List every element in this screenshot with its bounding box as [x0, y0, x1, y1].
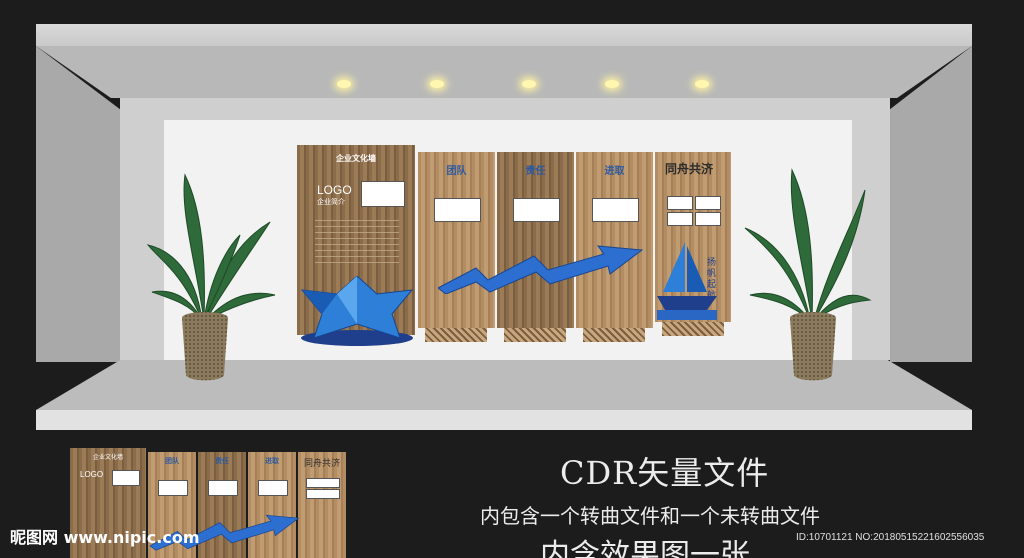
thumb-panel-enterprise: 进取: [248, 452, 296, 558]
panel-unity: 同舟共济 扬帆起航: [655, 152, 731, 322]
left-wall: [36, 46, 120, 362]
growth-arrow: [437, 244, 644, 295]
thumb-main-panel: 企业文化墙 LOGO: [70, 448, 146, 558]
intro-label: 企业简介: [317, 198, 345, 206]
panel-team: 团队: [418, 152, 495, 328]
logo-text: LOGO: [317, 183, 352, 197]
photo-frame: [667, 196, 693, 210]
lattice-base: [504, 328, 566, 342]
panel-title: 责任: [525, 166, 546, 177]
thumb-panel-title: 团队: [165, 456, 179, 465]
sailboat-icon: [657, 240, 729, 324]
ceiling-light: [695, 80, 709, 88]
panel-responsibility: 责任: [497, 152, 574, 328]
floor-edge: [36, 410, 972, 430]
ceiling-light: [337, 80, 351, 88]
panel-title: 进取: [604, 166, 625, 177]
thumb-panel-unity: 同舟共济: [298, 452, 346, 558]
ceiling-light: [522, 80, 536, 88]
ceiling: [36, 24, 972, 46]
lattice-base: [662, 322, 724, 336]
right-wall: [890, 46, 972, 362]
lattice-base: [425, 328, 487, 342]
main-panel-title: 企业文化墙: [336, 154, 376, 163]
thumb-panel-title: 责任: [215, 456, 229, 465]
photo-frame: [592, 198, 639, 222]
thumb-photo-frame: [158, 480, 188, 496]
lattice-base: [583, 328, 645, 342]
panel-enterprise: 进取: [576, 152, 653, 328]
watermark-id: ID:10701121 NO:20180515221602556035: [796, 532, 985, 543]
thumb-logo-text: LOGO: [80, 470, 104, 479]
thumb-right-panel-title: 同舟共济: [304, 459, 341, 469]
intro-text-lines: [315, 215, 399, 268]
photo-frame: [695, 212, 721, 226]
photo-frame: [361, 181, 405, 207]
ceiling-light: [430, 80, 444, 88]
watermark-site: 昵图网 www.nipic.com: [10, 528, 200, 547]
panel-title: 团队: [446, 166, 467, 177]
potted-plant-left: [140, 150, 280, 390]
photo-frame: [513, 198, 560, 222]
ceiling-light: [605, 80, 619, 88]
thumb-panel-title: 企业文化墙: [92, 454, 123, 461]
thumb-photo-frame: [306, 489, 340, 499]
thumb-photo-frame: [258, 480, 288, 496]
thumb-panel-title: 进取: [265, 456, 279, 465]
photo-frame: [434, 198, 481, 222]
caption-note: 内含效果图一张: [540, 538, 750, 558]
blue-star-ornament: [292, 275, 422, 346]
photo-frame: [667, 212, 693, 226]
caption-subtitle: 内包含一个转曲文件和一个未转曲文件: [480, 504, 820, 528]
thumb-photo-frame: [208, 480, 238, 496]
caption-title: CDR矢量文件: [560, 454, 770, 492]
thumb-photo-frame: [112, 470, 140, 486]
thumb-photo-frame: [306, 478, 340, 488]
potted-plant-right: [740, 150, 880, 390]
right-panel-title: 同舟共济: [665, 162, 714, 176]
ceiling-underside: [36, 46, 972, 98]
thumb-growth-arrow: [149, 512, 300, 552]
photo-frame: [695, 196, 721, 210]
